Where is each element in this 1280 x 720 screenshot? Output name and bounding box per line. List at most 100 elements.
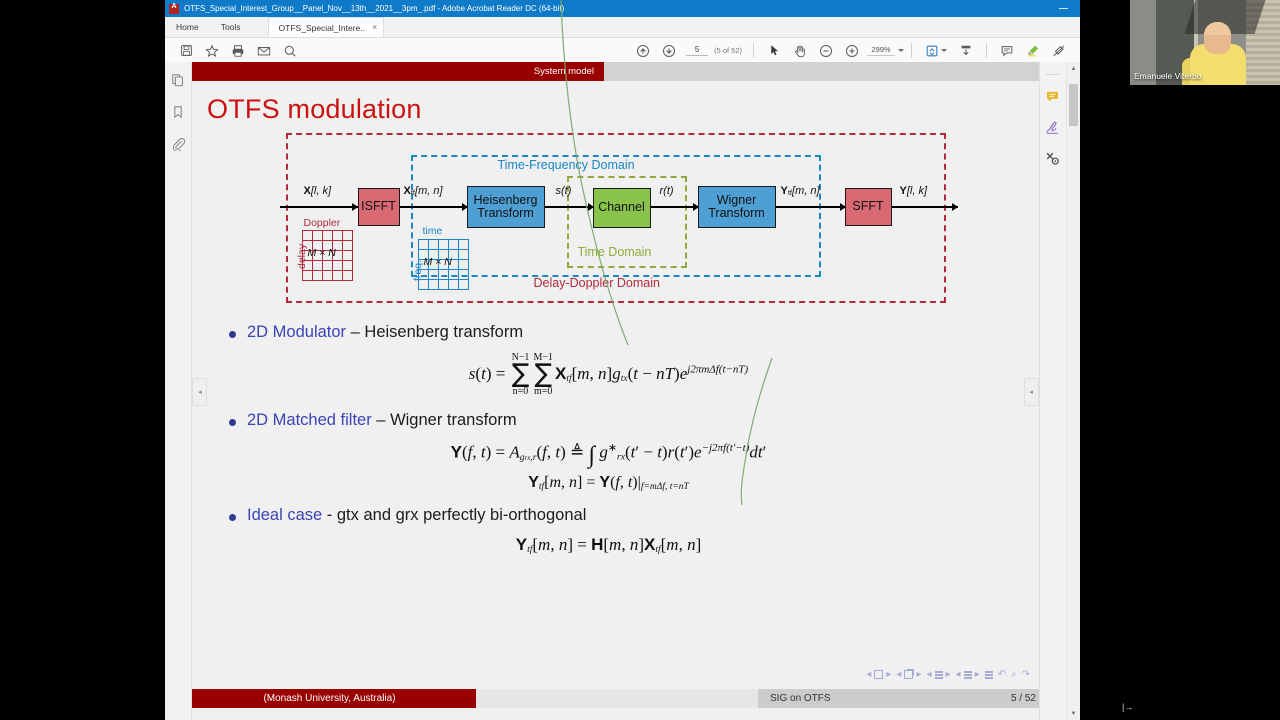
- beamer-nav-document[interactable]: [984, 670, 993, 679]
- wire-input: [279, 206, 358, 208]
- signal-output-label: Y[l, k]: [899, 185, 928, 197]
- toolbar-divider-3: [986, 43, 987, 58]
- beamer-slide: System model OTFS modulation Time-Freque…: [192, 62, 1039, 708]
- beamer-nav-subsection[interactable]: ◂▸: [926, 669, 951, 680]
- time-frequency-grid-x-label: time: [422, 225, 443, 237]
- draw-strikeout-icon[interactable]: [1046, 39, 1072, 63]
- webcam-participant-name: Emanuele Viterbo: [1134, 71, 1202, 81]
- tab-home[interactable]: Home: [176, 22, 199, 32]
- fill-and-sign-icon[interactable]: [1043, 117, 1063, 137]
- tab-document[interactable]: OTFS_Special_Intere.. ×: [267, 17, 385, 37]
- eq-wigner-line2: Ytf[m, n] = Y(f, t)|f=mΔf, t=nT: [528, 473, 689, 492]
- star-icon[interactable]: [199, 39, 225, 63]
- beamer-nav-section[interactable]: ◂▸: [955, 669, 980, 680]
- attachment-icon[interactable]: [168, 134, 188, 154]
- scrollbar-thumb[interactable]: [1068, 84, 1078, 126]
- zoom-level-control[interactable]: 299%: [867, 45, 904, 56]
- more-tools-icon[interactable]: [1043, 148, 1063, 168]
- zoom-level-value: 299%: [867, 45, 895, 56]
- webcam-wall-left: [1130, 0, 1156, 85]
- beamer-nav-forward[interactable]: ↷: [1021, 669, 1030, 680]
- eq-heisenberg-sum1-top: N−1: [511, 351, 530, 363]
- page-number-input[interactable]: [686, 45, 709, 56]
- time-frequency-grid-size: M × N: [423, 256, 452, 268]
- webcam-window-frame: [1194, 0, 1198, 85]
- webcam-person-hairline: [1204, 22, 1231, 35]
- slide-section-label: System model: [192, 62, 604, 81]
- beamer-navigation-bar: ◂▸ ◂▸ ◂▸ ◂▸ ↶ ⌕ ↷: [866, 669, 1030, 680]
- block-heisenberg-label-1: Heisenberg: [473, 192, 538, 207]
- scroll-up-icon[interactable]: ▲: [1070, 65, 1077, 72]
- toolbar-divider-2: [911, 43, 912, 58]
- bullet-dot-icon: [229, 331, 236, 338]
- chevron-down-icon-fit[interactable]: [941, 49, 947, 52]
- page-navigation: (5 of 52): [686, 45, 742, 56]
- tab-tools[interactable]: Tools: [220, 22, 241, 32]
- webcam-overlay[interactable]: Emanuele Viterbo: [1130, 0, 1280, 85]
- comment-icon[interactable]: [994, 39, 1020, 63]
- block-sfft-label: SFFT: [852, 199, 884, 214]
- signal-rx-label: r(t): [659, 185, 674, 197]
- eq-heisenberg-sum2-top: M−1: [533, 351, 553, 363]
- document-viewport[interactable]: ◂ ◂ System model OTFS modulation: [192, 62, 1039, 720]
- right-tools-rail: [1038, 62, 1066, 720]
- arrow-channel-wigner: [692, 203, 699, 211]
- close-icon[interactable]: ×: [372, 22, 378, 32]
- signal-input-label: X[l, k]: [303, 185, 332, 197]
- collapse-left-handle[interactable]: ◂: [192, 378, 208, 406]
- beamer-nav-back[interactable]: ↶: [997, 669, 1006, 680]
- collapse-right-handle[interactable]: ◂: [1023, 378, 1039, 406]
- chevron-down-icon[interactable]: [898, 49, 904, 52]
- beamer-nav-slide[interactable]: ◂▸: [866, 669, 892, 680]
- print-icon[interactable]: [225, 39, 251, 63]
- bullet-ideal-case-text: Ideal case - gtx and grx perfectly bi-or…: [247, 506, 586, 526]
- toolbar-divider-1: [753, 43, 754, 58]
- eq-wigner-line1: Y(f, t) = Agrx,r(f, t) ≜ ∫ g∗rx(t′ − t)r…: [450, 441, 767, 469]
- wire-heisenberg-channel: [544, 206, 593, 208]
- previous-page-button[interactable]: [630, 39, 656, 63]
- select-cursor-icon[interactable]: [761, 39, 787, 63]
- tab-document-label: OTFS_Special_Intere..: [278, 22, 365, 33]
- window-titlebar: OTFS_Special_Interest_Group__Panel_Nov__…: [165, 0, 1080, 17]
- block-heisenberg-label-2: Transform: [477, 206, 534, 220]
- zoom-out-icon[interactable]: [813, 39, 839, 63]
- block-sfft: SFFT: [844, 188, 892, 226]
- beamer-nav-frame[interactable]: ◂▸: [896, 669, 922, 680]
- bookmark-icon[interactable]: [168, 102, 188, 122]
- wire-output: [891, 206, 958, 208]
- arrow-wigner-sfft: [839, 203, 846, 211]
- beamer-nav-search[interactable]: ⌕: [1011, 669, 1017, 680]
- email-icon[interactable]: [251, 39, 277, 63]
- comment-icon[interactable]: [1043, 86, 1063, 106]
- block-heisenberg-transform: Heisenberg Transform: [466, 186, 545, 228]
- zoom-in-icon[interactable]: [839, 39, 865, 63]
- fit-page-icon[interactable]: [919, 39, 945, 63]
- block-isfft: ISFFT: [357, 188, 400, 226]
- slide-footer-institution: (Monash University, Australia): [192, 689, 476, 708]
- save-icon[interactable]: [173, 39, 199, 63]
- slide-title: OTFS modulation: [207, 94, 422, 124]
- wire-channel-wigner: [650, 206, 698, 208]
- bullet-ideal-case: Ideal case - gtx and grx perfectly bi-or…: [229, 506, 1039, 526]
- arrow-output: [951, 203, 958, 211]
- vertical-scrollbar[interactable]: ▲ ▼: [1065, 62, 1080, 720]
- delay-doppler-grid-size: M × N: [307, 247, 336, 259]
- block-isfft-label: ISFFT: [361, 199, 396, 214]
- slide-section-header: System model: [192, 62, 1039, 81]
- hand-icon[interactable]: [787, 39, 813, 63]
- time-frequency-grid: [418, 238, 469, 290]
- highlighter-icon[interactable]: [1020, 39, 1046, 63]
- search-icon[interactable]: [277, 39, 303, 63]
- work-area: ◂ ◂ System model OTFS modulation: [165, 62, 1080, 720]
- slide-bullets: 2D Modulator – Heisenberg transform s(t)…: [192, 303, 1038, 555]
- block-channel: Channel: [592, 188, 651, 228]
- rail-divider: [1046, 74, 1060, 75]
- scroll-mode-icon[interactable]: [953, 39, 979, 63]
- minimize-button[interactable]: [1050, 0, 1076, 17]
- next-page-button[interactable]: [656, 39, 682, 63]
- arrow-input: [351, 203, 358, 211]
- bullet-2d-matched-filter: 2D Matched filter – Wigner transform: [229, 411, 1039, 431]
- page-thumbnails-icon[interactable]: [168, 70, 188, 90]
- scroll-down-icon[interactable]: ▼: [1070, 710, 1077, 717]
